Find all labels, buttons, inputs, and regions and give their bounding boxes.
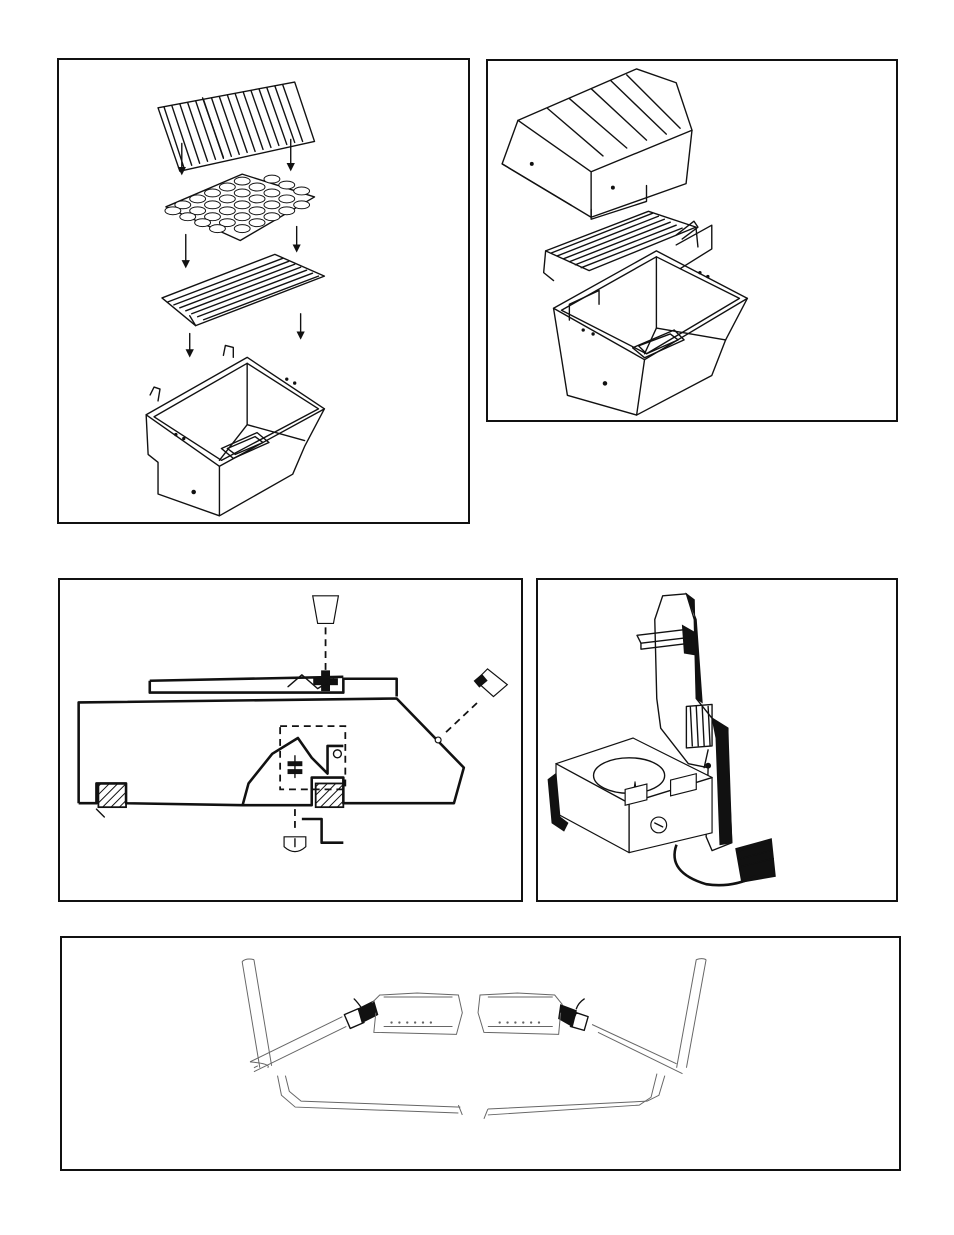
control-panel-body	[79, 675, 464, 805]
grill-grates-cutaway	[686, 704, 712, 747]
grill-lid	[502, 69, 692, 219]
left-burner-assembly	[242, 959, 462, 1115]
mounting-screw	[284, 837, 306, 852]
figure-control-panel-installation	[536, 578, 898, 902]
hatched-bracket	[316, 783, 344, 807]
control-panel	[548, 738, 712, 853]
figure-burner-tube-connections	[60, 936, 901, 1171]
valve-knob-icon	[60, 580, 521, 900]
rock-grate-briquettes	[165, 174, 315, 240]
grill-lid-icon	[488, 61, 896, 420]
firebox	[554, 225, 748, 415]
figure-grill-assembly-exploded	[57, 58, 470, 524]
hatched-bracket	[98, 783, 126, 807]
control-knob	[313, 596, 339, 624]
grid-rock-grate-firebox-icon	[59, 60, 468, 522]
firebox	[146, 345, 324, 515]
burner-tube-icon	[62, 938, 899, 1169]
control-panel-icon	[538, 580, 896, 900]
figure-lid-and-firebox	[486, 59, 898, 422]
figure-control-valve-cross-section	[58, 578, 523, 902]
burner-tube-end-icon	[559, 1005, 577, 1027]
side-knob	[474, 669, 507, 697]
right-burner-assembly	[478, 959, 706, 1119]
